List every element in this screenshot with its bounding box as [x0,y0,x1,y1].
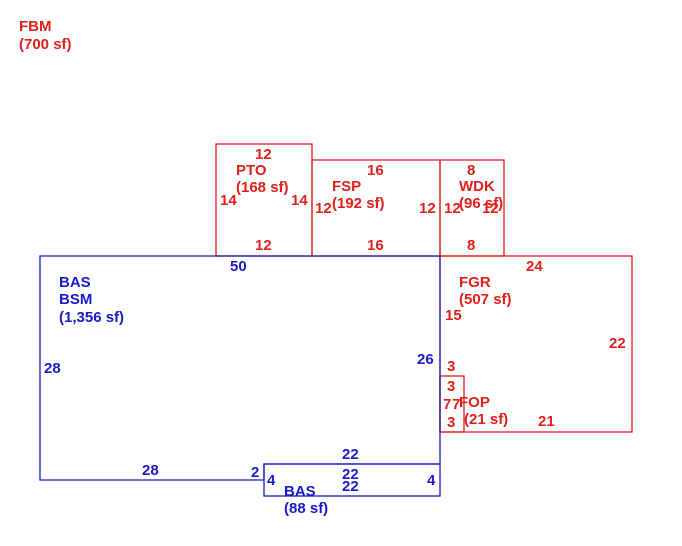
bas-main-right-small-dim: 3 [447,358,455,375]
fsp-label: FSP [332,178,361,195]
wdk-area: (96 sf) [459,195,503,212]
fsp-bottom-dim: 16 [367,237,384,254]
fgr-right-dim: 22 [609,335,626,352]
fsp-left-dim: 12 [315,200,332,217]
bas-main-left-dim: 28 [44,360,61,377]
bas-main-inner-bottom-dim: 22 [342,446,359,463]
bas-small-left-dim: 4 [267,472,276,489]
fsp-top-dim: 16 [367,162,384,179]
pto-top-dim: 12 [255,146,272,163]
wdk-right-dim: 12 [482,200,499,217]
fgr-top-dim: 24 [526,258,543,275]
bas-main-top-dim: 50 [230,258,247,275]
fop-area: (21 sf) [464,411,508,428]
bas-small-area: (88 sf) [284,500,328,517]
fop-label: FOP [459,394,490,411]
bas-main-right-dim: 26 [417,351,434,368]
bsm-main-label: BSM [59,291,92,308]
bas-main-bottom-dim: 28 [142,462,159,479]
bas-small-outline [263,463,441,497]
bas-main-area: (1,356 sf) [59,309,124,326]
wdk-top-dim: 8 [467,162,475,179]
fbm-label: FBM [19,18,52,35]
bas-main-label: BAS [59,274,91,291]
fsp-area: (192 sf) [332,195,385,212]
pto-label: PTO [236,162,267,179]
bas-small-label: BAS [284,483,316,500]
fsp-right-dim: 12 [419,200,436,217]
wdk-bottom-dim: 8 [467,237,475,254]
fop-bottom-dim: 3 [447,414,455,431]
bas-small-bottom-dim: 22 [342,478,359,495]
wdk-label: WDK [459,178,495,195]
fop-left-dim: 7 [443,396,451,413]
wdk-left-dim: 12 [444,200,461,217]
bas-main-notch-dim: 2 [251,464,259,481]
pto-right-dim: 14 [291,192,308,209]
fgr-label: FGR [459,274,491,291]
bas-small-right-dim: 4 [427,472,436,489]
fop-right-dim: 7 [452,396,460,413]
fop-top-dim: 3 [447,378,455,395]
pto-left-dim: 14 [220,192,237,209]
fgr-bottom-dim: 21 [538,413,555,430]
pto-area: (168 sf) [236,179,289,196]
bas-small-top-dim: 22 [342,466,359,483]
fbm-area: (700 sf) [19,36,72,53]
fgr-left-dim: 15 [445,307,462,324]
bas-main-outline [39,255,441,481]
fgr-area: (507 sf) [459,291,512,308]
pto-bottom-dim: 12 [255,237,272,254]
